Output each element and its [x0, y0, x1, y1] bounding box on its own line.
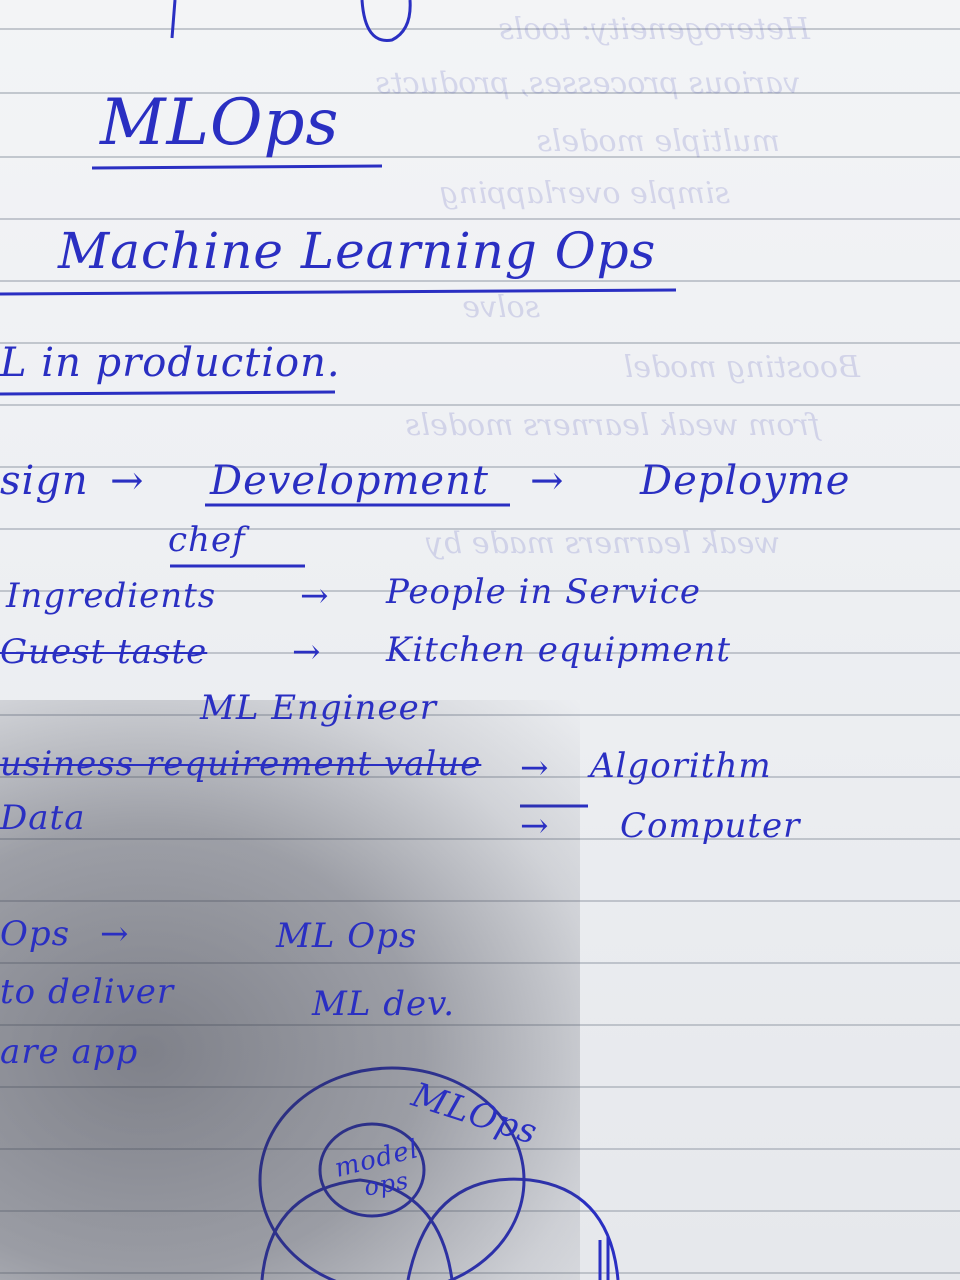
ml-engineer-label: ML Engineer [200, 688, 437, 728]
line-production: L in production. [0, 340, 341, 386]
rule-line [0, 652, 960, 654]
are-app-label: are app [0, 1032, 139, 1072]
data-label: Data [0, 798, 86, 838]
analogy-ingredients: Ingredients [6, 576, 217, 616]
rule-line [0, 528, 960, 530]
flow-step-3: Deployme [640, 458, 851, 504]
flow-arrow-1: → [110, 458, 145, 504]
analogy-kitchen-equipment: Kitchen equipment [386, 630, 732, 670]
rule-line [0, 28, 960, 30]
business-arrow: → [520, 748, 550, 788]
rule-line [0, 280, 960, 282]
rule-line [0, 466, 960, 468]
computer-arrow: → [520, 806, 550, 846]
ops-label: Ops [0, 914, 71, 954]
mlops-right-label: ML Ops [276, 916, 418, 956]
heading-machine-learning-ops: Machine Learning Ops [58, 222, 657, 280]
flow-step-2: Development [210, 458, 489, 504]
analogy-arrow-2: → [292, 632, 322, 672]
rule-line [0, 590, 960, 592]
chef-label: chef [168, 520, 246, 560]
rule-line [0, 404, 960, 406]
rule-line [0, 218, 960, 220]
rule-line [0, 156, 960, 158]
flow-arrow-2: → [530, 458, 565, 504]
analogy-arrow-1: → [300, 576, 330, 616]
algorithm-label: Algorithm [590, 746, 772, 786]
heading-mlops: MLOps [100, 86, 340, 160]
rule-line [0, 92, 960, 94]
to-deliver-label: to deliver [0, 972, 175, 1012]
ml-dev-label: ML dev. [312, 984, 456, 1024]
analogy-guest-taste: Guest taste [0, 632, 208, 672]
rule-line [0, 342, 960, 344]
computer-label: Computer [620, 806, 801, 846]
ops-arrow: → [100, 914, 130, 954]
business-requirement: usiness requirement value [0, 744, 482, 784]
flow-step-1: sign [0, 458, 89, 504]
analogy-people-in-service: People in Service [386, 572, 701, 612]
